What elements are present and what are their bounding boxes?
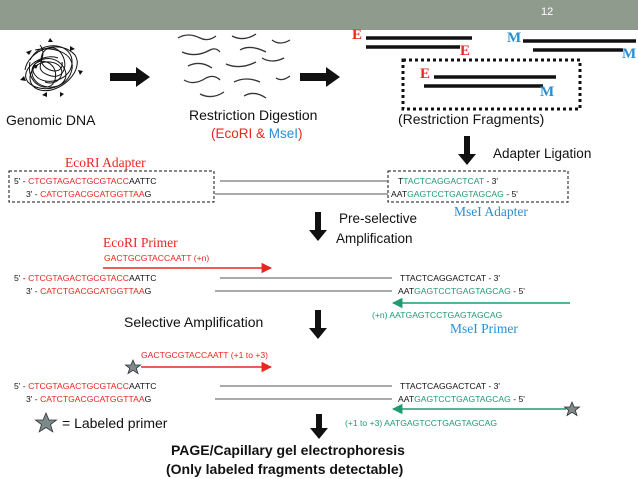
arrow-selective (309, 310, 327, 339)
digested-fragments (177, 33, 291, 99)
frag-m-label-2: M (622, 46, 636, 62)
restriction-fragments: E E M M E M (352, 27, 636, 111)
msei-enzyme: MseI (269, 126, 298, 141)
ecori-primer-label: EcoRI Primer (103, 235, 178, 250)
msei-adapter-label: MseI Adapter (454, 204, 528, 219)
arrow-electrophoresis (310, 414, 328, 439)
row3-top-left-seq: 5' - CTCGTAGACTGCGTACCAATTC (14, 381, 157, 391)
row1-bottom-right-seq: AATGAGTCCTGAGTAGCAG - 5' (391, 189, 518, 199)
arrow-2 (300, 67, 340, 87)
page-label-1: PAGE/Capillary gel electrophoresis (171, 442, 405, 458)
labeled-primer-legend: = Labeled primer (62, 415, 168, 431)
msei-primer-seq: (+n) AATGAGTCCTGAGTAGCAG (372, 310, 503, 320)
sel-ecori-primer-seq: GACTGCGTACCAATT (+1 to +3) (141, 350, 268, 360)
selective-amplification-label: Selective Amplification (124, 314, 263, 330)
frag-e-label-3: E (420, 66, 430, 82)
arrow-pre-selective (309, 212, 327, 241)
adapter-ligation-label: Adapter Ligation (493, 146, 591, 161)
row2-top-left-seq: 5' - CTCGTAGACTGCGTACCAATTC (14, 273, 157, 283)
header-bar (0, 0, 638, 30)
arrow-1 (110, 67, 150, 87)
row1-top-right-seq: TTACTCAGGACTCAT - 3' (398, 176, 498, 186)
row3-bottom-right-seq: AATGAGTCCTGAGTAGCAG - 5' (398, 394, 525, 404)
restriction-digestion-label: Restriction Digestion (189, 107, 317, 123)
frag-e-label-2: E (460, 43, 470, 59)
row1-top-left-seq: 5' - CTCGTAGACTGCGTACCAATTC (14, 176, 157, 186)
frag-m-label-3: M (540, 84, 554, 100)
ecori-enzyme: EcoRI (216, 126, 253, 141)
enzymes-label: (EcoRI & MseI) (211, 126, 303, 141)
row1-bottom-left-seq: 3' - CATCTGACGCATGGTTAAG (26, 189, 152, 199)
pre-selective-label-1: Pre-selective (339, 211, 417, 226)
ecori-primer-seq: GACTGCGTACCAATT (+n) (104, 253, 209, 263)
page-number: 12 (541, 6, 554, 18)
row2-bottom-left-seq: 3' - CATCTGACGCATGGTTAAG (26, 286, 152, 296)
pre-selective-label-2: Amplification (336, 231, 413, 246)
genomic-dna-label: Genomic DNA (6, 112, 96, 128)
selected-fragment-box (401, 58, 582, 111)
restriction-fragments-label: (Restriction Fragments) (398, 111, 544, 127)
label-star-icon-2 (563, 401, 581, 417)
page-label-2: (Only labeled fragments detectable) (166, 461, 403, 477)
label-star-icon (124, 359, 142, 375)
msei-adapter-box (387, 170, 569, 203)
row2-top-right-seq: TTACTCAGGACTCAT - 3' (400, 273, 500, 283)
sel-msei-primer-seq: (+1 to +3) AATGAGTCCTGAGTAGCAG (345, 418, 497, 428)
ecori-adapter-label: EcoRI Adapter (65, 155, 146, 170)
frag-m-label-1: M (507, 30, 521, 46)
arrow-adapter-ligation (458, 136, 476, 165)
legend-star-icon (34, 411, 58, 433)
row3-bottom-left-seq: 3' - CATCTGACGCATGGTTAAG (26, 394, 152, 404)
row3-top-right-seq: TTACTCAGGACTCAT - 3' (400, 381, 500, 391)
cut-site-markers (20, 38, 83, 97)
genomic-dna-tangle-icon (24, 44, 78, 92)
frag-e-label-1: E (352, 27, 362, 43)
ecori-adapter-box (8, 170, 215, 203)
msei-primer-label: MseI Primer (450, 321, 518, 336)
row2-bottom-right-seq: AATGAGTCCTGAGTAGCAG - 5' (398, 286, 525, 296)
